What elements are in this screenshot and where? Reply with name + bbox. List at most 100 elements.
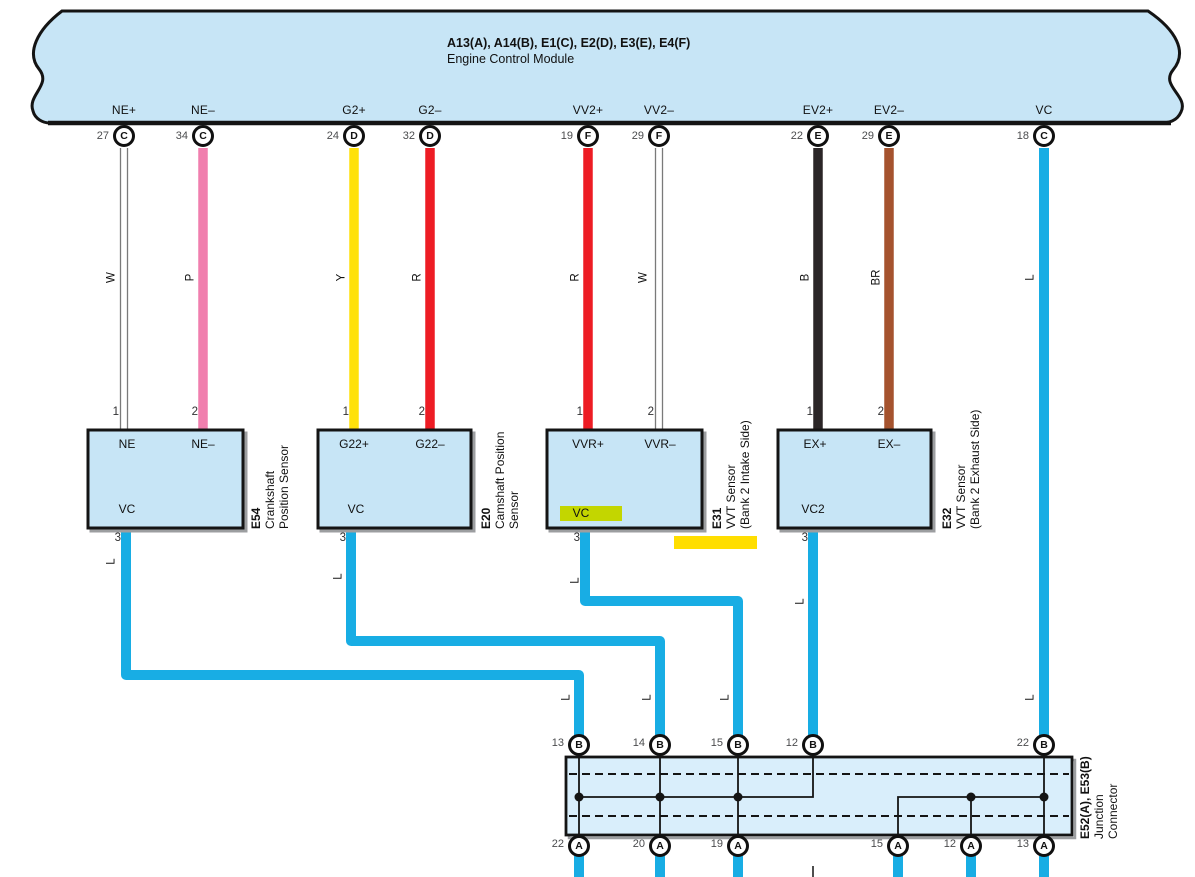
e32-name-line2: (Bank 2 Exhaust Side) [968, 409, 982, 529]
e54-pin1-label: NE [118, 437, 136, 451]
junction-bottom-circle-13a: A [1033, 835, 1055, 857]
e31-pin3-num: 3 [573, 532, 580, 544]
junction-bottom-terminal-22: 22 [551, 838, 564, 850]
e20-id: E20 [479, 507, 493, 529]
ecm-pin-label-g2-minus: G2– [418, 103, 442, 117]
e32-pin3-num: 3 [801, 532, 808, 544]
ecm-pin-label-vc: VC [1035, 103, 1053, 117]
junction-top-circle-13b: B [568, 734, 590, 756]
e20-pin1-num: 1 [342, 406, 349, 418]
e31-pin1-label: VVR+ [572, 437, 604, 451]
ecm-pin-label-vv2-plus: VV2+ [572, 103, 604, 117]
junction-name-line2: Connector [1106, 783, 1120, 839]
e31-pin2-num: 2 [647, 406, 654, 418]
ecm-connector-circle-f2: F [648, 125, 670, 147]
ecm-connector-circle-e2: E [878, 125, 900, 147]
e32-name-line1: VVT Sensor [954, 464, 968, 529]
wire-color-code-l-e54: L [105, 558, 118, 565]
wire-e54-vc-l [121, 526, 584, 736]
e20-name-line2: Sensor [507, 490, 521, 529]
e54-pin3-label: VC [118, 502, 136, 516]
ecm-terminal-18: 18 [1016, 130, 1029, 142]
e20-side-label: E20 Camshaft Position Sensor [479, 374, 521, 529]
ecm-terminal-29f: 29 [631, 130, 644, 142]
e54-pin2-num: 2 [191, 406, 198, 418]
ecm-connector-circle-e1: E [807, 125, 829, 147]
wire-e20-vc-l [346, 526, 665, 736]
e31-id: E31 [710, 507, 724, 529]
ecm-connector-circle-c2: C [192, 125, 214, 147]
e54-pin3-num: 3 [114, 532, 121, 544]
wire-color-code-w1: W [105, 272, 118, 283]
highlight-yellow-bar [674, 536, 757, 549]
junction-top-circle-15b: B [727, 734, 749, 756]
wire-color-code-l-e31: L [569, 577, 582, 584]
ecm-connector-circle-c1: C [113, 125, 135, 147]
wire-color-code-y: Y [335, 273, 348, 282]
junction-top-circle-12b: B [802, 734, 824, 756]
e20-pin1-label: G22+ [339, 437, 369, 451]
ecm-connector-circle-d2: D [419, 125, 441, 147]
e32-pin3-label: VC2 [801, 502, 825, 516]
ecm-pin-label-ne-minus: NE– [191, 103, 215, 117]
junction-bottom-terminal-13: 13 [1016, 838, 1029, 850]
wire-color-code-p: P [184, 273, 197, 282]
e54-pin1-num: 1 [112, 406, 119, 418]
junction-top-terminal-13: 13 [551, 737, 564, 749]
junction-bottom-circle-12a: A [960, 835, 982, 857]
e32-pin1-num: 1 [806, 406, 813, 418]
junction-name-line1: Junction [1092, 794, 1106, 839]
junction-bottom-circle-19a: A [727, 835, 749, 857]
e32-pin1-label: EX+ [803, 437, 827, 451]
junction-dashed-lines [569, 773, 1069, 817]
sensor-box-e54 [86, 428, 245, 530]
e32-id: E32 [940, 507, 954, 529]
e20-pin2-num: 2 [418, 406, 425, 418]
ecm-pin-label-g2-plus: G2+ [342, 103, 366, 117]
junction-box [564, 755, 1074, 837]
e20-pin3-label: VC [347, 502, 365, 516]
e31-pin2-label: VVR– [644, 437, 676, 451]
e54-name-line1: Crankshaft [263, 470, 277, 529]
wire-color-code-l-vc: L [1024, 274, 1037, 281]
junction-bottom-circle-20a: A [649, 835, 671, 857]
e31-pin3-label: VC [572, 506, 590, 520]
junction-node-dots [574, 792, 1049, 802]
junction-bottom-wires [574, 856, 1049, 877]
e54-id: E54 [249, 507, 263, 529]
ecm-pin-label-ev2-plus: EV2+ [802, 103, 834, 117]
junction-id: E52(A), E53(B) [1078, 756, 1092, 839]
e32-pin2-num: 2 [877, 406, 884, 418]
ecm-terminal-24: 24 [326, 130, 339, 142]
wire-color-code-l-e20: L [332, 573, 345, 580]
ecm-terminal-27: 27 [96, 130, 109, 142]
ecm-terminal-32: 32 [402, 130, 415, 142]
ecm-terminal-22: 22 [790, 130, 803, 142]
sensor-box-e20 [316, 428, 473, 530]
ecm-pin-label-vv2-minus: VV2– [643, 103, 675, 117]
e54-pin2-label: NE– [191, 437, 215, 451]
wire-color-code-l-13b: L [560, 694, 573, 701]
junction-top-terminal-12: 12 [785, 737, 798, 749]
e20-pin3-num: 3 [339, 532, 346, 544]
ecm-pin-label-ev2-minus: EV2– [873, 103, 905, 117]
highlight-vc-green [560, 506, 622, 521]
wire-color-code-r2: R [569, 273, 582, 282]
junction-top-terminal-14: 14 [632, 737, 645, 749]
ecm-terminal-29e: 29 [861, 130, 874, 142]
ecm-subtitle: Engine Control Module [447, 52, 575, 66]
e31-pin1-num: 1 [576, 406, 583, 418]
e54-side-label: E54 Crankshaft Position Sensor [249, 374, 291, 529]
e32-side-label: E32 VVT Sensor (Bank 2 Exhaust Side) [940, 357, 982, 529]
wire-color-code-b: B [799, 273, 812, 282]
wire-color-code-l-15b: L [719, 694, 732, 701]
wire-color-code-r1: R [411, 273, 424, 282]
wire-color-code-l-14b: L [641, 694, 654, 701]
junction-bottom-terminal-12: 12 [943, 838, 956, 850]
e54-name-line2: Position Sensor [277, 444, 291, 529]
e20-pin2-label: G22– [415, 437, 445, 451]
e31-side-label: E31 VVT Sensor (Bank 2 Intake Side) [710, 357, 752, 529]
e31-name-line1: VVT Sensor [724, 464, 738, 529]
ecm-terminal-34: 34 [175, 130, 188, 142]
junction-top-terminal-15: 15 [710, 737, 723, 749]
